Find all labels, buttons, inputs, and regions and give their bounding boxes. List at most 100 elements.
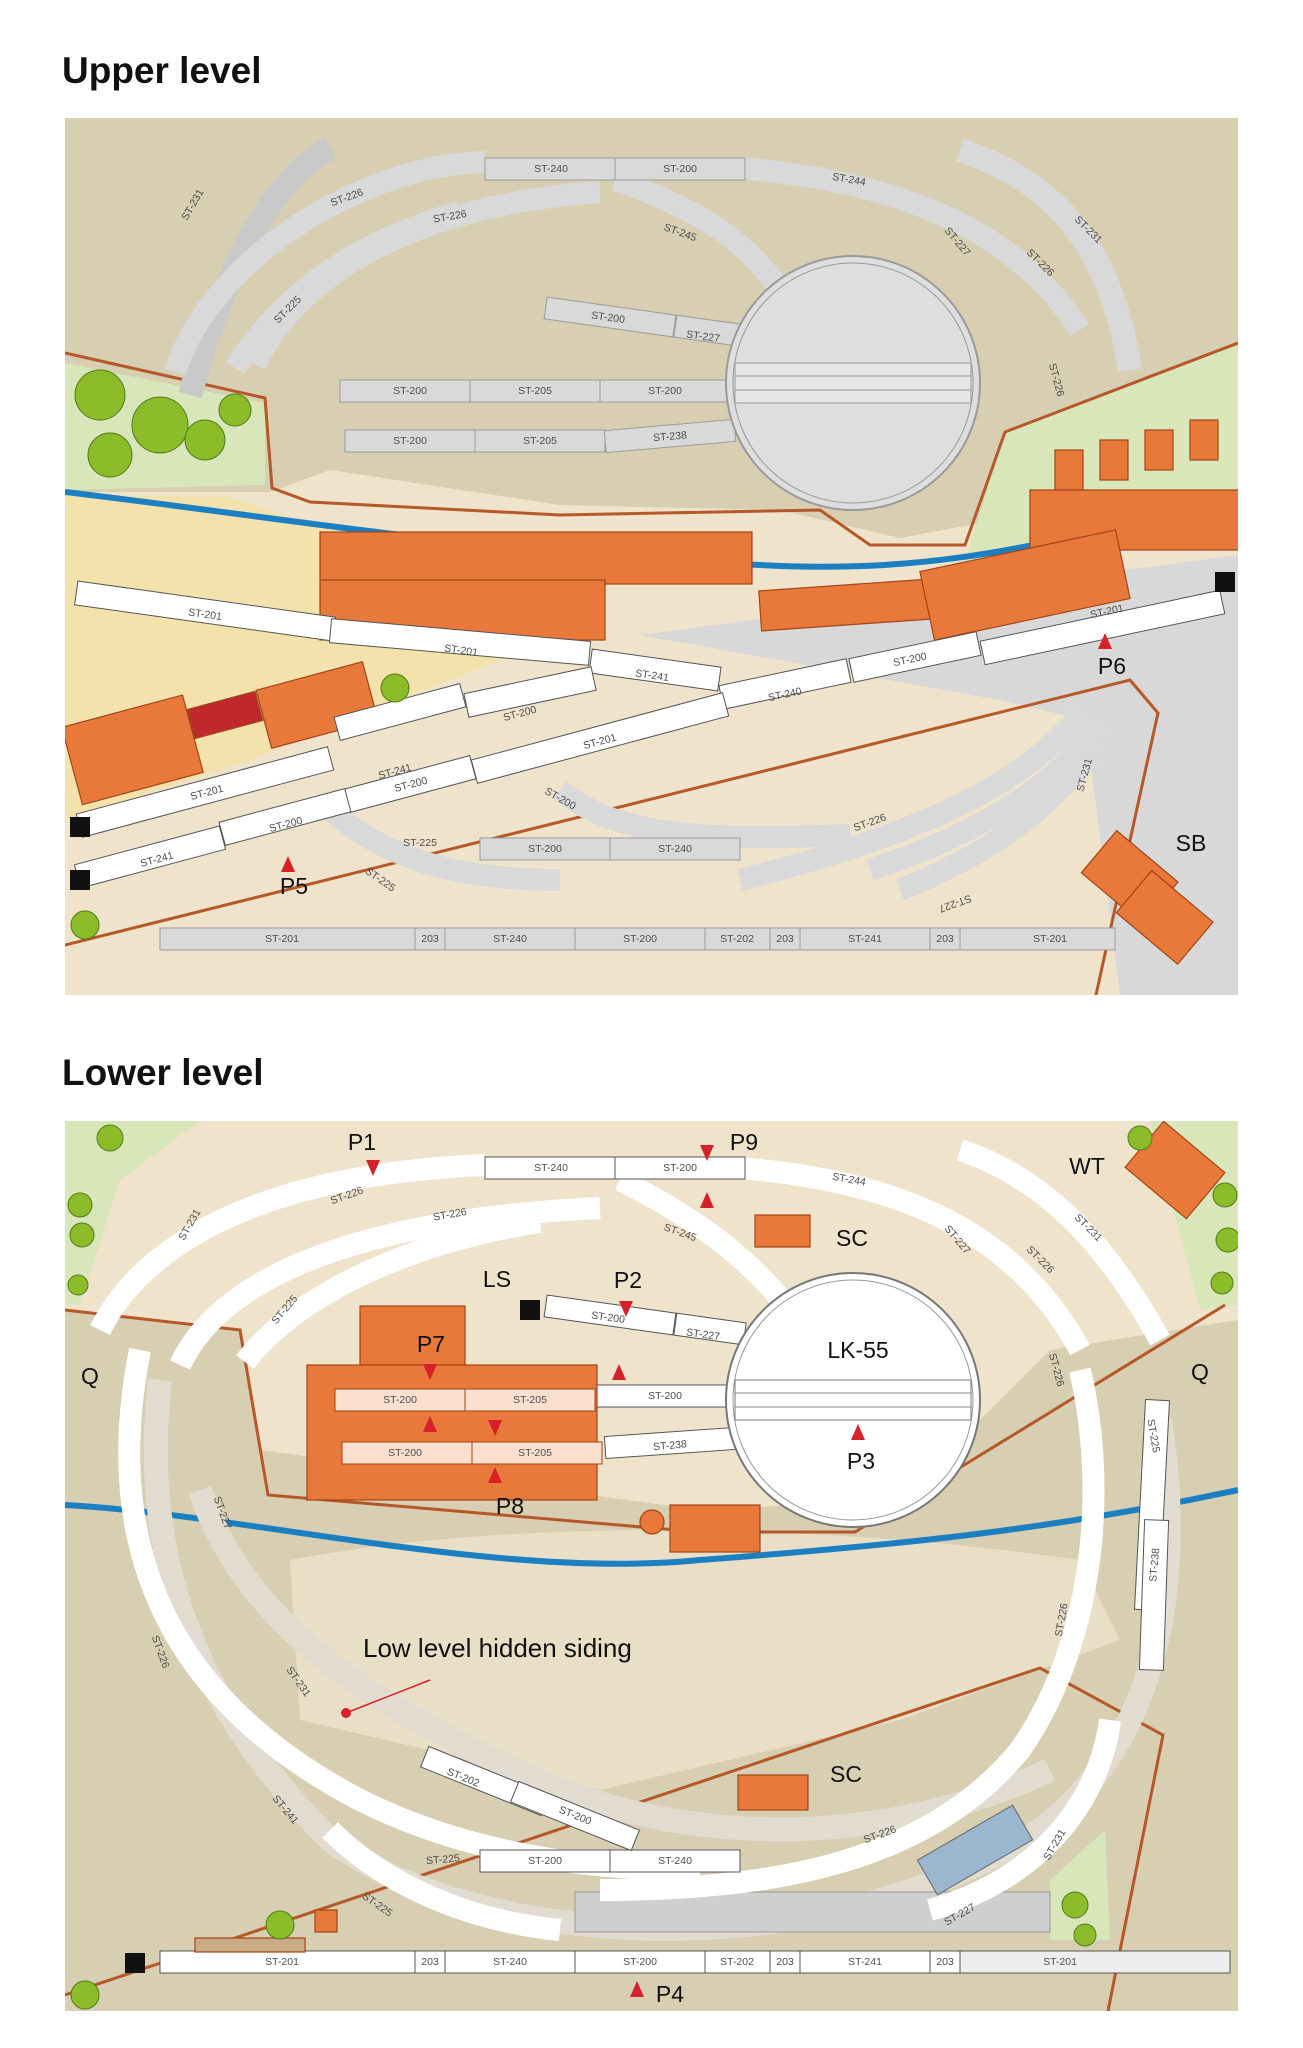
track-straight — [543, 1294, 677, 1336]
track-piece-label: ST-240 — [658, 843, 692, 855]
shed-building — [919, 529, 1131, 641]
track-piece-label: 203 — [776, 1956, 794, 1968]
engine-shed — [359, 1305, 466, 1367]
track-piece-label: ST-227 — [685, 1326, 720, 1343]
shed-chimney — [1099, 439, 1129, 481]
track-curve — [615, 1170, 799, 1317]
track-curve — [599, 1367, 1105, 1901]
marker-arrow-icon — [630, 1981, 644, 1997]
track-piece-label: ST-240 — [658, 1855, 692, 1867]
track-curve — [739, 1157, 1090, 1356]
track-straight — [959, 927, 1116, 951]
marker-arrow-icon — [1098, 633, 1112, 649]
shed-chimney — [1189, 419, 1219, 461]
station-building — [319, 531, 753, 585]
track-straight — [588, 648, 722, 692]
turntable-icon — [725, 255, 981, 511]
track-piece-label: ST-226 — [432, 1206, 468, 1224]
track-piece-label: ST-201 — [265, 933, 299, 945]
tree-icon — [1212, 1182, 1238, 1208]
track-straight — [218, 787, 352, 847]
turntable-label: LK-55 — [827, 1337, 888, 1363]
track-piece-label: ST-201 — [1033, 933, 1067, 945]
track-piece-label: 203 — [936, 1956, 954, 1968]
track-piece-label: ST-200 — [590, 309, 625, 326]
shed-building — [1029, 489, 1238, 551]
tree-icon — [67, 1192, 93, 1218]
track-piece-label: ST-240 — [493, 933, 527, 945]
tree-icon — [67, 1274, 89, 1296]
track-straight — [609, 837, 741, 861]
marker-p9: P9 — [730, 1129, 758, 1155]
track-straight — [614, 157, 746, 181]
coal-stage — [669, 1504, 761, 1553]
tree-icon — [96, 1124, 124, 1152]
track-piece-label: ST-200 — [623, 933, 657, 945]
track-piece-label: 203 — [776, 933, 794, 945]
marker-arrow-icon — [281, 856, 295, 872]
track-piece-label: ST-200 — [663, 163, 697, 175]
tree-icon — [1061, 1891, 1089, 1919]
track-piece-label: ST-238 — [1147, 1547, 1162, 1582]
track-piece-label: ST-202 — [720, 933, 754, 945]
sand-label: SC — [836, 1225, 868, 1251]
engine-shed — [306, 1364, 598, 1501]
signal-box — [1115, 869, 1214, 966]
track-straight — [328, 618, 592, 666]
platform — [916, 1804, 1034, 1896]
track-curve — [739, 157, 1090, 336]
track-piece-label: ST-240 — [493, 1956, 527, 1968]
tree-icon — [218, 393, 252, 427]
track-curve — [188, 1486, 1056, 1842]
water-tower-label: WT — [1069, 1153, 1105, 1179]
tree-icon — [69, 1222, 95, 1248]
track-straight — [959, 1950, 1231, 1974]
track-piece-label: ST-200 — [528, 843, 562, 855]
track-piece-label: ST-200 — [623, 1956, 657, 1968]
marker-arrow-icon — [619, 1301, 633, 1317]
track-piece-label: ST-238 — [653, 429, 688, 444]
track-piece-label: ST-225 — [403, 837, 437, 849]
track-curve — [552, 781, 851, 849]
track-straight — [614, 1156, 746, 1180]
tree-icon — [70, 910, 100, 940]
lower-level-heading: Lower level — [62, 1052, 264, 1093]
track-piece-label: ST-200 — [528, 1855, 562, 1867]
marker-arrow-icon — [366, 1160, 380, 1176]
house-building — [186, 690, 264, 740]
tree-icon — [131, 396, 189, 454]
buffer-stop-icon — [70, 817, 90, 837]
callout-dot — [341, 1708, 351, 1718]
lower-level-board — [65, 1121, 1238, 2011]
track-piece-label: 203 — [421, 1956, 439, 1968]
track-curve — [225, 201, 463, 374]
shed-chimney — [1144, 429, 1174, 471]
track-piece-label: ST-241 — [848, 933, 882, 945]
track-piece-label: ST-200 — [393, 385, 427, 397]
track-piece-label: ST-201 — [1043, 1956, 1077, 1968]
shed-chimney — [1054, 449, 1084, 491]
track-straight — [1138, 1519, 1170, 1671]
track-piece-label: ST-205 — [523, 435, 557, 447]
track-straight — [463, 666, 597, 718]
tree-icon — [380, 673, 410, 703]
track-piece-label: ST-238 — [653, 1438, 688, 1453]
track-straight — [464, 1388, 596, 1412]
turntable-icon — [725, 1272, 981, 1528]
callout-line — [345, 1679, 431, 1714]
marker-arrow-icon — [612, 1364, 626, 1380]
track-curve — [956, 1139, 1170, 1346]
track-piece-label: 203 — [421, 933, 439, 945]
track-piece-label: ST-241 — [634, 667, 669, 684]
small-building — [194, 1937, 306, 1953]
marker-p3: P3 — [847, 1448, 875, 1474]
track-piece-label: ST-225 — [426, 1852, 461, 1867]
track-piece-label: ST-201 — [443, 642, 478, 659]
track-piece-label: ST-200 — [648, 385, 682, 397]
track-piece-label: ST-200 — [663, 1162, 697, 1174]
river — [65, 1487, 1238, 1567]
track-curve — [164, 151, 486, 376]
marker-arrow-icon — [423, 1416, 437, 1432]
track-curve — [956, 138, 1142, 372]
track-curve — [737, 708, 1089, 891]
